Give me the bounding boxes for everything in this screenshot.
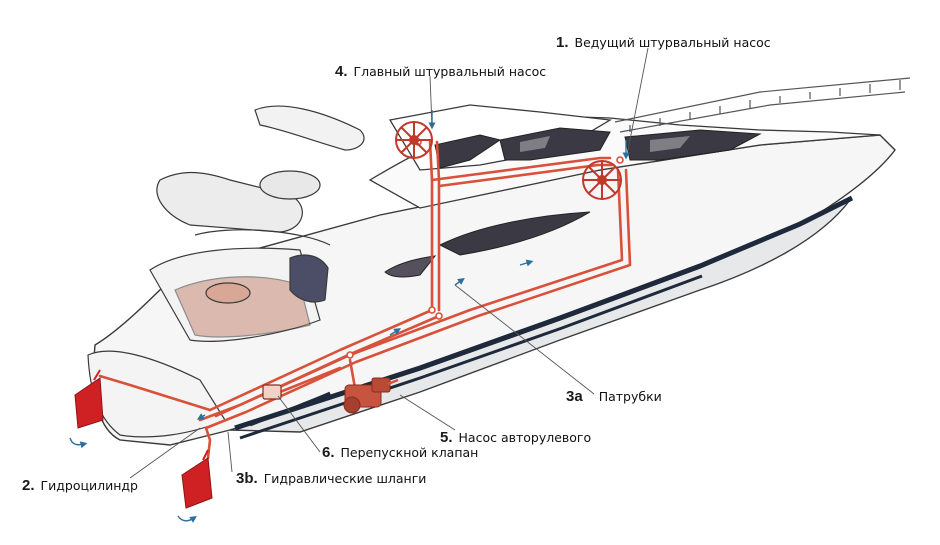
hose-line [98, 374, 212, 412]
fitting [346, 351, 354, 359]
fitting [428, 306, 436, 314]
label-3b-hydraulic-hoses: 3b.Гидравлические шланги [236, 470, 427, 487]
flow-arrow [69, 437, 88, 449]
cockpit [149, 247, 329, 342]
flow-arrow [196, 413, 206, 420]
autopilot-pump-icon [343, 377, 399, 414]
flow-arrow [177, 515, 197, 523]
label-6-bypass-valve: 6.Перепускной клапан [322, 444, 479, 461]
helm-wheel-icon [395, 121, 433, 159]
leader-lines [129, 47, 649, 479]
hose-line [348, 358, 357, 390]
hose-line [214, 314, 441, 418]
label-5-autopilot-pump: 5.Насос авторулевого [440, 429, 592, 446]
hydraulic-hoses [98, 138, 632, 460]
bow-rail [614, 77, 911, 133]
fitting [616, 156, 624, 164]
leader-line [454, 284, 595, 395]
hose-line [204, 168, 632, 430]
windows [384, 127, 762, 278]
hose-line [278, 366, 342, 394]
label-4-main-helm-pump: 4.Главный штурвальный насос [335, 63, 547, 80]
flybridge [156, 105, 365, 246]
helm-wheel-icon [582, 160, 622, 200]
hose-line [430, 156, 612, 182]
rudder-icon [181, 449, 213, 509]
leader-line [227, 431, 233, 473]
window-glare [520, 136, 690, 152]
hose-line [437, 163, 614, 188]
label-2-hydraulic-cylinder: 2.Гидроцилиндр [22, 477, 138, 494]
leader-line [627, 47, 649, 151]
leader-line [129, 427, 201, 479]
rudder-icon [74, 369, 104, 429]
hose-line [204, 426, 212, 460]
leader-line [429, 75, 433, 127]
flow-arrow [519, 259, 534, 267]
hose-line [208, 308, 434, 412]
fitting [435, 312, 443, 320]
flow-arrow-icon [69, 109, 630, 523]
flow-arrow [389, 328, 401, 336]
bypass-valve-icon [262, 384, 282, 400]
leader-line [277, 395, 321, 453]
leader-line [399, 394, 456, 431]
label-1-lead-helm-pump: 1.Ведущий штурвальный насос [556, 34, 771, 51]
flow-arrow [454, 277, 465, 286]
